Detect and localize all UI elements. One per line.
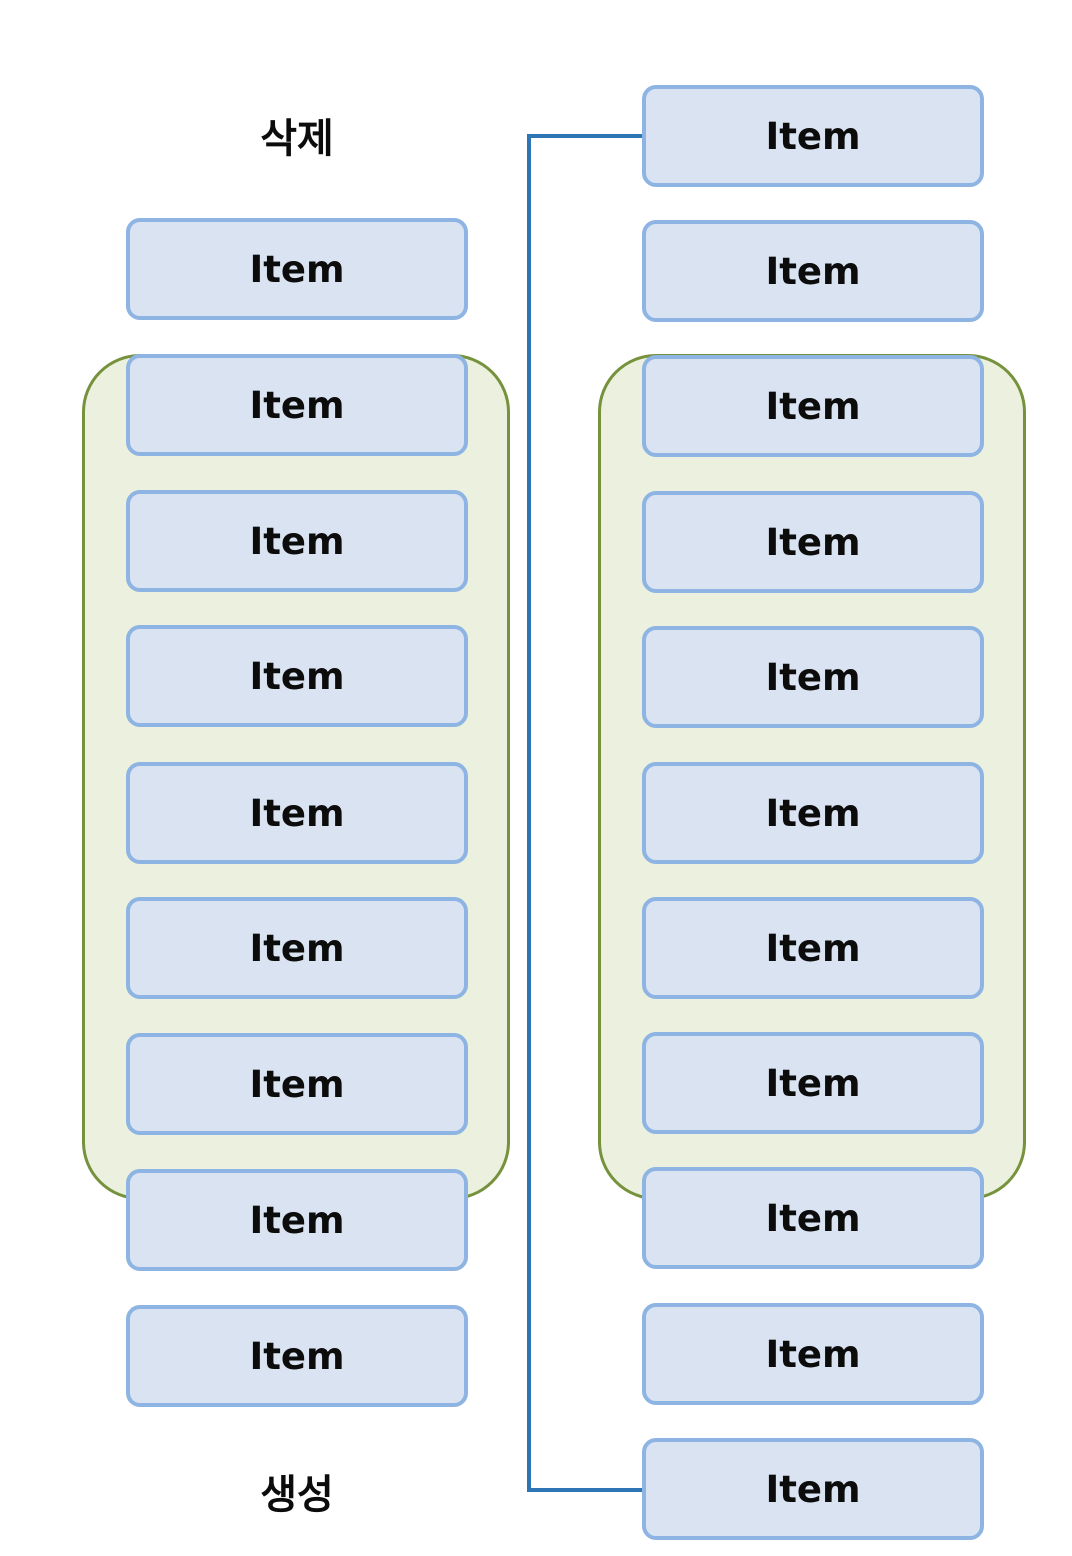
right-item-11: Item <box>642 1438 984 1540</box>
right-item-10: Item <box>642 1303 984 1405</box>
left-item-1: Item <box>126 218 468 320</box>
left-item-3: Item <box>126 490 468 592</box>
right-item-4: Item <box>642 491 984 593</box>
left-item-4: Item <box>126 625 468 727</box>
right-item-5: Item <box>642 626 984 728</box>
left-item-9: Item <box>126 1305 468 1407</box>
left-item-2: Item <box>126 354 468 456</box>
right-item-2: Item <box>642 220 984 322</box>
left-item-7: Item <box>126 1033 468 1135</box>
right-item-3: Item <box>642 355 984 457</box>
create-label: 생성 <box>260 1472 334 1518</box>
delete-label: 삭제 <box>260 116 334 162</box>
right-item-8: Item <box>642 1032 984 1134</box>
right-item-1: Item <box>642 85 984 187</box>
left-item-6: Item <box>126 897 468 999</box>
right-item-6: Item <box>642 762 984 864</box>
right-item-9: Item <box>642 1167 984 1269</box>
left-item-8: Item <box>126 1169 468 1271</box>
right-item-7: Item <box>642 897 984 999</box>
left-item-5: Item <box>126 762 468 864</box>
